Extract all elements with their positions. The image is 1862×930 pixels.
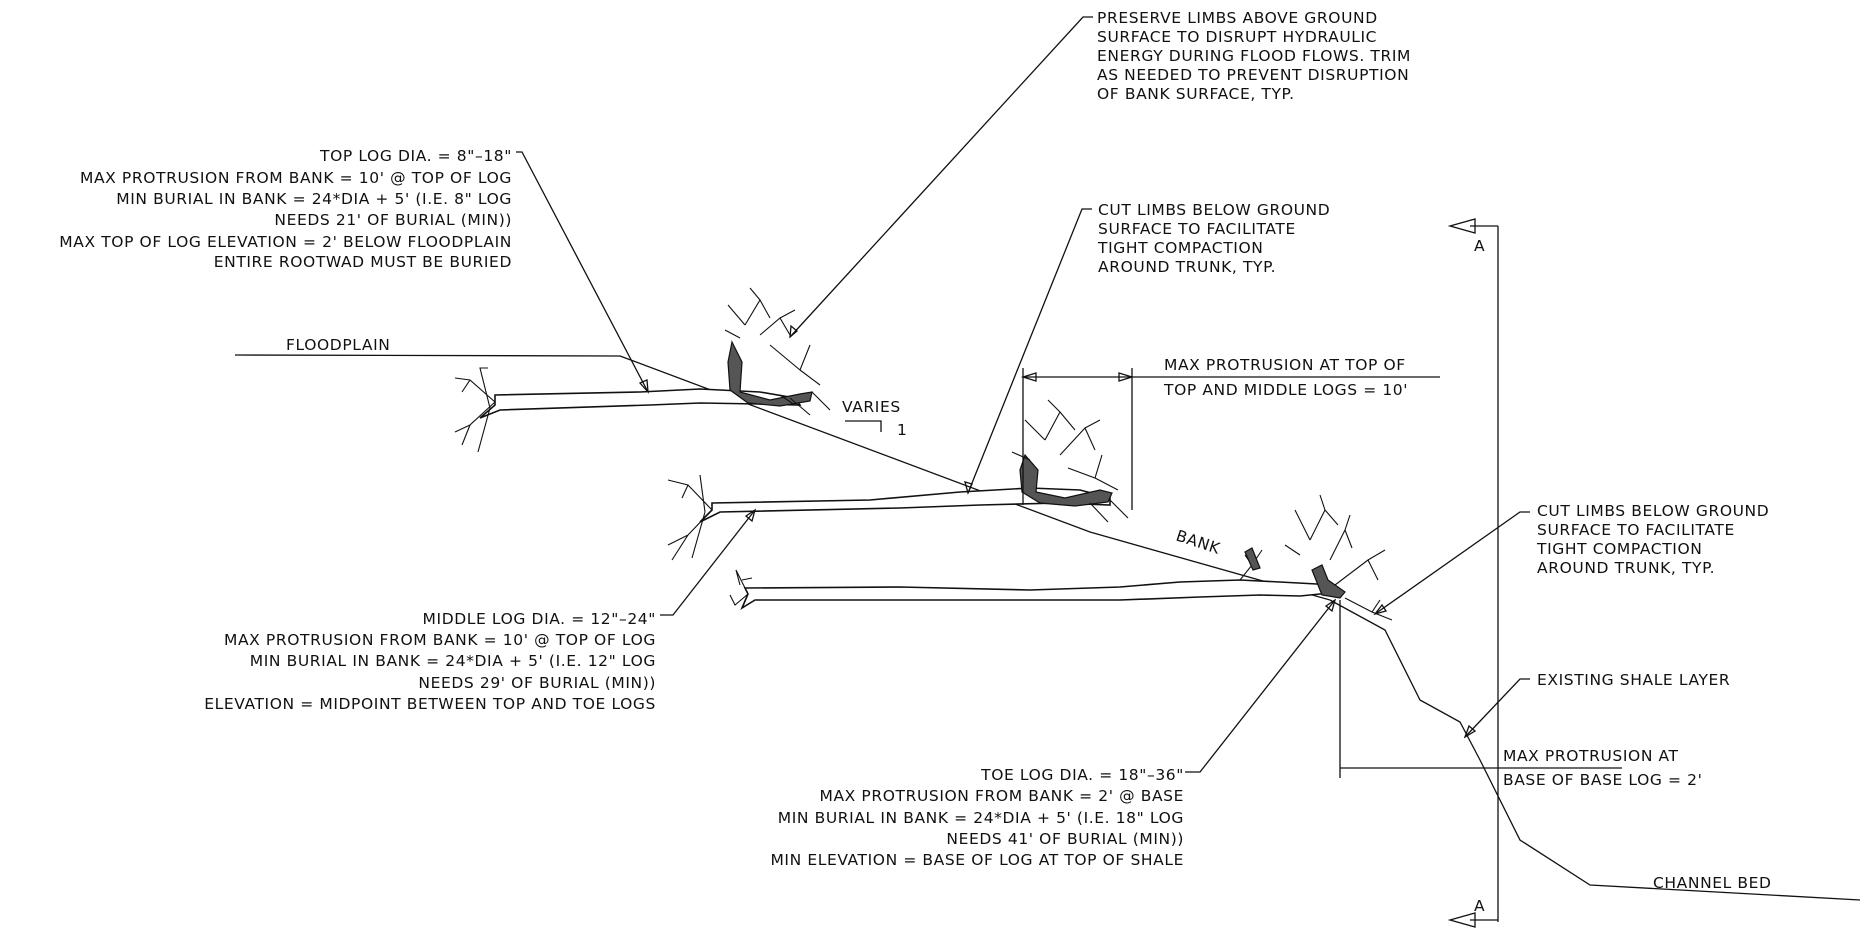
note-line: NEEDS 29' OF BURIAL (MIN))	[418, 674, 656, 692]
note-line: TIGHT COMPACTION	[1097, 239, 1263, 257]
varies-label: VARIES	[842, 398, 901, 416]
note-line: SURFACE TO DISRUPT HYDRAULIC	[1097, 28, 1377, 46]
note-line: MAX TOP OF LOG ELEVATION = 2' BELOW FLOO…	[59, 233, 512, 251]
note-line: SURFACE TO FACILITATE	[1098, 220, 1296, 238]
cut-limbs-note-lower: CUT LIMBS BELOW GROUND SURFACE TO FACILI…	[1536, 502, 1769, 577]
top-log-note: TOP LOG DIA. = 8"–18" MAX PROTRUSION FRO…	[59, 147, 512, 271]
note-line: CUT LIMBS BELOW GROUND	[1098, 201, 1330, 219]
note-line: AROUND TRUNK, TYP.	[1098, 258, 1276, 276]
floodplain-line	[234, 354, 621, 357]
note-line: CUT LIMBS BELOW GROUND	[1537, 502, 1769, 520]
section-label-top: A	[1474, 237, 1485, 255]
middle-log-limbs	[1011, 399, 1129, 523]
note-line: ENERGY DURING FLOOD FLOWS. TRIM	[1097, 47, 1411, 65]
note-line: MAX PROTRUSION AT	[1503, 747, 1679, 765]
middle-log-rootwad	[1019, 453, 1113, 507]
bank-label: BANK	[1174, 527, 1223, 558]
toe-log	[729, 494, 1393, 621]
note-line: OF BANK SURFACE, TYP.	[1097, 85, 1295, 103]
note-line: NEEDS 21' OF BURIAL (MIN))	[274, 211, 512, 229]
note-line: SURFACE TO FACILITATE	[1537, 521, 1735, 539]
top-log	[454, 287, 831, 453]
dimension-top-protrusion	[1020, 368, 1440, 510]
slope-ratio-label: 1	[897, 421, 907, 439]
note-line: TIGHT COMPACTION	[1536, 540, 1702, 558]
note-line: MIN BURIAL IN BANK = 24*DIA + 5' (I.E. 1…	[250, 652, 656, 670]
note-line: MIN BURIAL IN BANK = 24*DIA + 5' (I.E. 8…	[116, 190, 512, 208]
note-line: ENTIRE ROOTWAD MUST BE BURIED	[214, 253, 512, 271]
note-line: TOP AND MIDDLE LOGS = 10'	[1163, 381, 1408, 399]
note-line: BASE OF BASE LOG = 2'	[1503, 771, 1703, 789]
note-line: TOE LOG DIA. = 18"–36"	[980, 766, 1184, 784]
shale-layer-label: EXISTING SHALE LAYER	[1537, 671, 1730, 689]
dimension-base-protrusion	[1339, 600, 1622, 778]
top-log-rootwad	[727, 340, 813, 407]
note-line: MIN ELEVATION = BASE OF LOG AT TOP OF SH…	[770, 851, 1184, 869]
toe-log-rootwad	[1311, 564, 1346, 599]
shale-layer-line	[1329, 599, 1861, 901]
note-line: ELEVATION = MIDPOINT BETWEEN TOP AND TOE…	[204, 695, 656, 713]
note-line: MAX PROTRUSION FROM BANK = 10' @ TOP OF …	[80, 169, 512, 187]
bank-slope-line	[619, 355, 1331, 601]
note-line: AROUND TRUNK, TYP.	[1537, 559, 1715, 577]
note-line: TOP LOG DIA. = 8"–18"	[319, 147, 512, 165]
note-line: MAX PROTRUSION FROM BANK = 10' @ TOP OF …	[224, 631, 656, 649]
floodplain-label: FLOODPLAIN	[286, 336, 390, 354]
note-line: MAX PROTRUSION AT TOP OF	[1164, 356, 1406, 374]
max-protrusion-top-note: MAX PROTRUSION AT TOP OF TOP AND MIDDLE …	[1163, 356, 1408, 399]
toe-log-note: TOE LOG DIA. = 18"–36" MAX PROTRUSION FR…	[770, 766, 1184, 869]
note-line: NEEDS 41' OF BURIAL (MIN))	[946, 830, 1184, 848]
section-label-bottom: A	[1474, 897, 1485, 915]
middle-log-note: MIDDLE LOG DIA. = 12"–24" MAX PROTRUSION…	[204, 610, 656, 713]
section-cut-line	[1447, 218, 1499, 928]
top-log-limbs	[724, 287, 831, 416]
note-line: MIDDLE LOG DIA. = 12"–24"	[423, 610, 656, 628]
cut-limbs-note-upper: CUT LIMBS BELOW GROUND SURFACE TO FACILI…	[1097, 201, 1330, 276]
channel-bed-label: CHANNEL BED	[1653, 874, 1772, 892]
note-line: AS NEEDED TO PREVENT DISRUPTION	[1097, 66, 1409, 84]
note-line: PRESERVE LIMBS ABOVE GROUND	[1097, 9, 1378, 27]
max-protrusion-base-note: MAX PROTRUSION AT BASE OF BASE LOG = 2'	[1503, 747, 1703, 789]
slope-indicator	[845, 420, 882, 432]
preserve-limbs-note: PRESERVE LIMBS ABOVE GROUND SURFACE TO D…	[1097, 9, 1411, 103]
leader-lines	[516, 16, 1530, 773]
note-line: MIN BURIAL IN BANK = 24*DIA + 5' (I.E. 1…	[778, 809, 1184, 827]
middle-log	[667, 399, 1129, 561]
toe-log-limbs	[1284, 494, 1393, 621]
note-line: MAX PROTRUSION FROM BANK = 2' @ BASE	[819, 787, 1184, 805]
